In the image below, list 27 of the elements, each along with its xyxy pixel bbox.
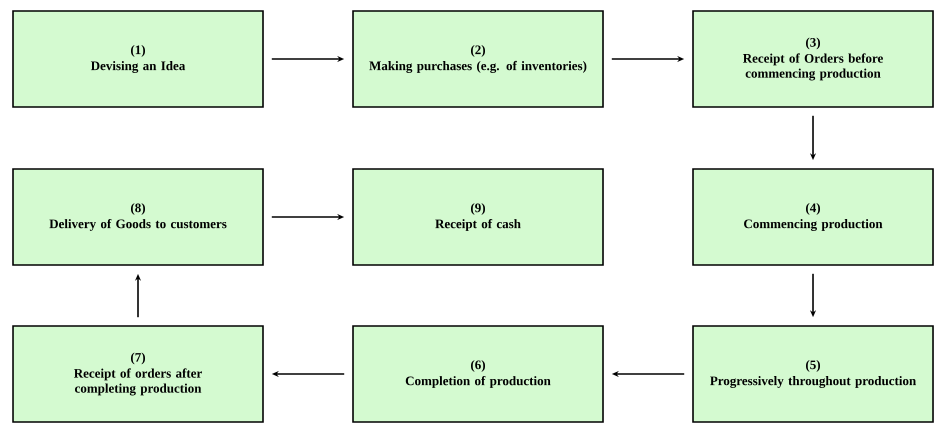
- box-text: (4): [806, 203, 820, 215]
- box-text: Completion of production: [406, 376, 551, 388]
- box-text: Receipt of Orders before commencing production: [742, 53, 883, 80]
- box-text: Progressively throughout production: [710, 376, 916, 388]
- box-text: (9): [471, 203, 486, 215]
- process-box: [692, 325, 934, 423]
- process-box: [12, 10, 264, 108]
- process-box: [352, 168, 604, 266]
- process-box: [692, 168, 934, 266]
- box-text: Commencing production: [744, 219, 882, 231]
- box-text: (6): [471, 360, 486, 372]
- box-text: Delivery of Goods to customers: [49, 218, 226, 231]
- box-text: (7): [131, 352, 146, 364]
- box-text: (3): [806, 38, 820, 50]
- box-text: Receipt of cash: [435, 218, 521, 231]
- box-text: (1): [131, 45, 146, 57]
- box-text: (8): [131, 203, 146, 215]
- box-text: (5): [806, 360, 820, 372]
- box-text: Receipt of orders after completing production: [74, 368, 202, 396]
- process-box: [12, 325, 264, 423]
- process-box: [352, 10, 604, 108]
- process-box: [692, 10, 934, 108]
- process-box: [352, 325, 604, 423]
- box-text: (2): [471, 45, 486, 57]
- box-text: Making purchases (e.g. of inventories): [369, 60, 586, 73]
- box-text: Devising an Idea: [90, 61, 186, 73]
- process-box: [12, 168, 264, 266]
